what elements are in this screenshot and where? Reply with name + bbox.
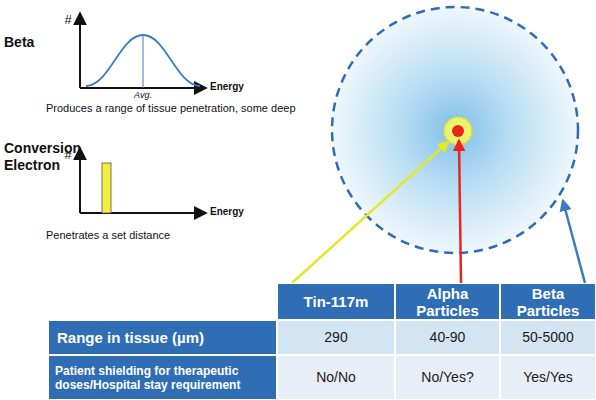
x-axis xyxy=(80,212,205,214)
table-cell: No/Yes? xyxy=(395,355,500,400)
tin-range-circle xyxy=(444,117,472,145)
chart-heading: Conversion Electron xyxy=(4,139,84,175)
axis-label: # xyxy=(60,147,76,163)
alpha-pointer xyxy=(459,141,461,283)
table-cell: 40-90 xyxy=(395,320,500,355)
table-cell: Yes/Yes xyxy=(500,355,596,400)
axis-label: Energy xyxy=(210,205,260,219)
chart-heading: Beta xyxy=(4,33,64,51)
table-cell: 290 xyxy=(277,320,395,355)
table-cell: No/No xyxy=(277,355,395,400)
row-header: Patient shielding for therapeutic doses/… xyxy=(48,355,277,400)
table-header: Tin-117m xyxy=(277,283,395,320)
row-header: Range in tissue (µm) xyxy=(48,320,277,355)
beta-chart xyxy=(80,14,205,88)
table-cell: 50-5000 xyxy=(500,320,596,355)
table-header: Beta Particles xyxy=(500,283,596,320)
conversion-chart xyxy=(80,149,205,213)
alpha-range-dot xyxy=(452,125,464,137)
chart-caption: Produces a range of tissue penetration, … xyxy=(46,101,326,116)
average-line xyxy=(143,35,144,88)
tin-pointer xyxy=(292,142,448,283)
table-header: Alpha Particles xyxy=(395,283,500,320)
beta-range-circle xyxy=(332,7,578,253)
y-axis xyxy=(79,14,81,88)
axis-label: Avg. xyxy=(127,89,159,101)
axis-label: # xyxy=(60,12,76,28)
y-axis xyxy=(79,149,81,213)
chart-caption: Penetrates a set distance xyxy=(46,228,266,243)
energy-bar xyxy=(102,163,111,213)
axis-label: Energy xyxy=(210,80,260,94)
beta-pointer xyxy=(563,201,585,283)
